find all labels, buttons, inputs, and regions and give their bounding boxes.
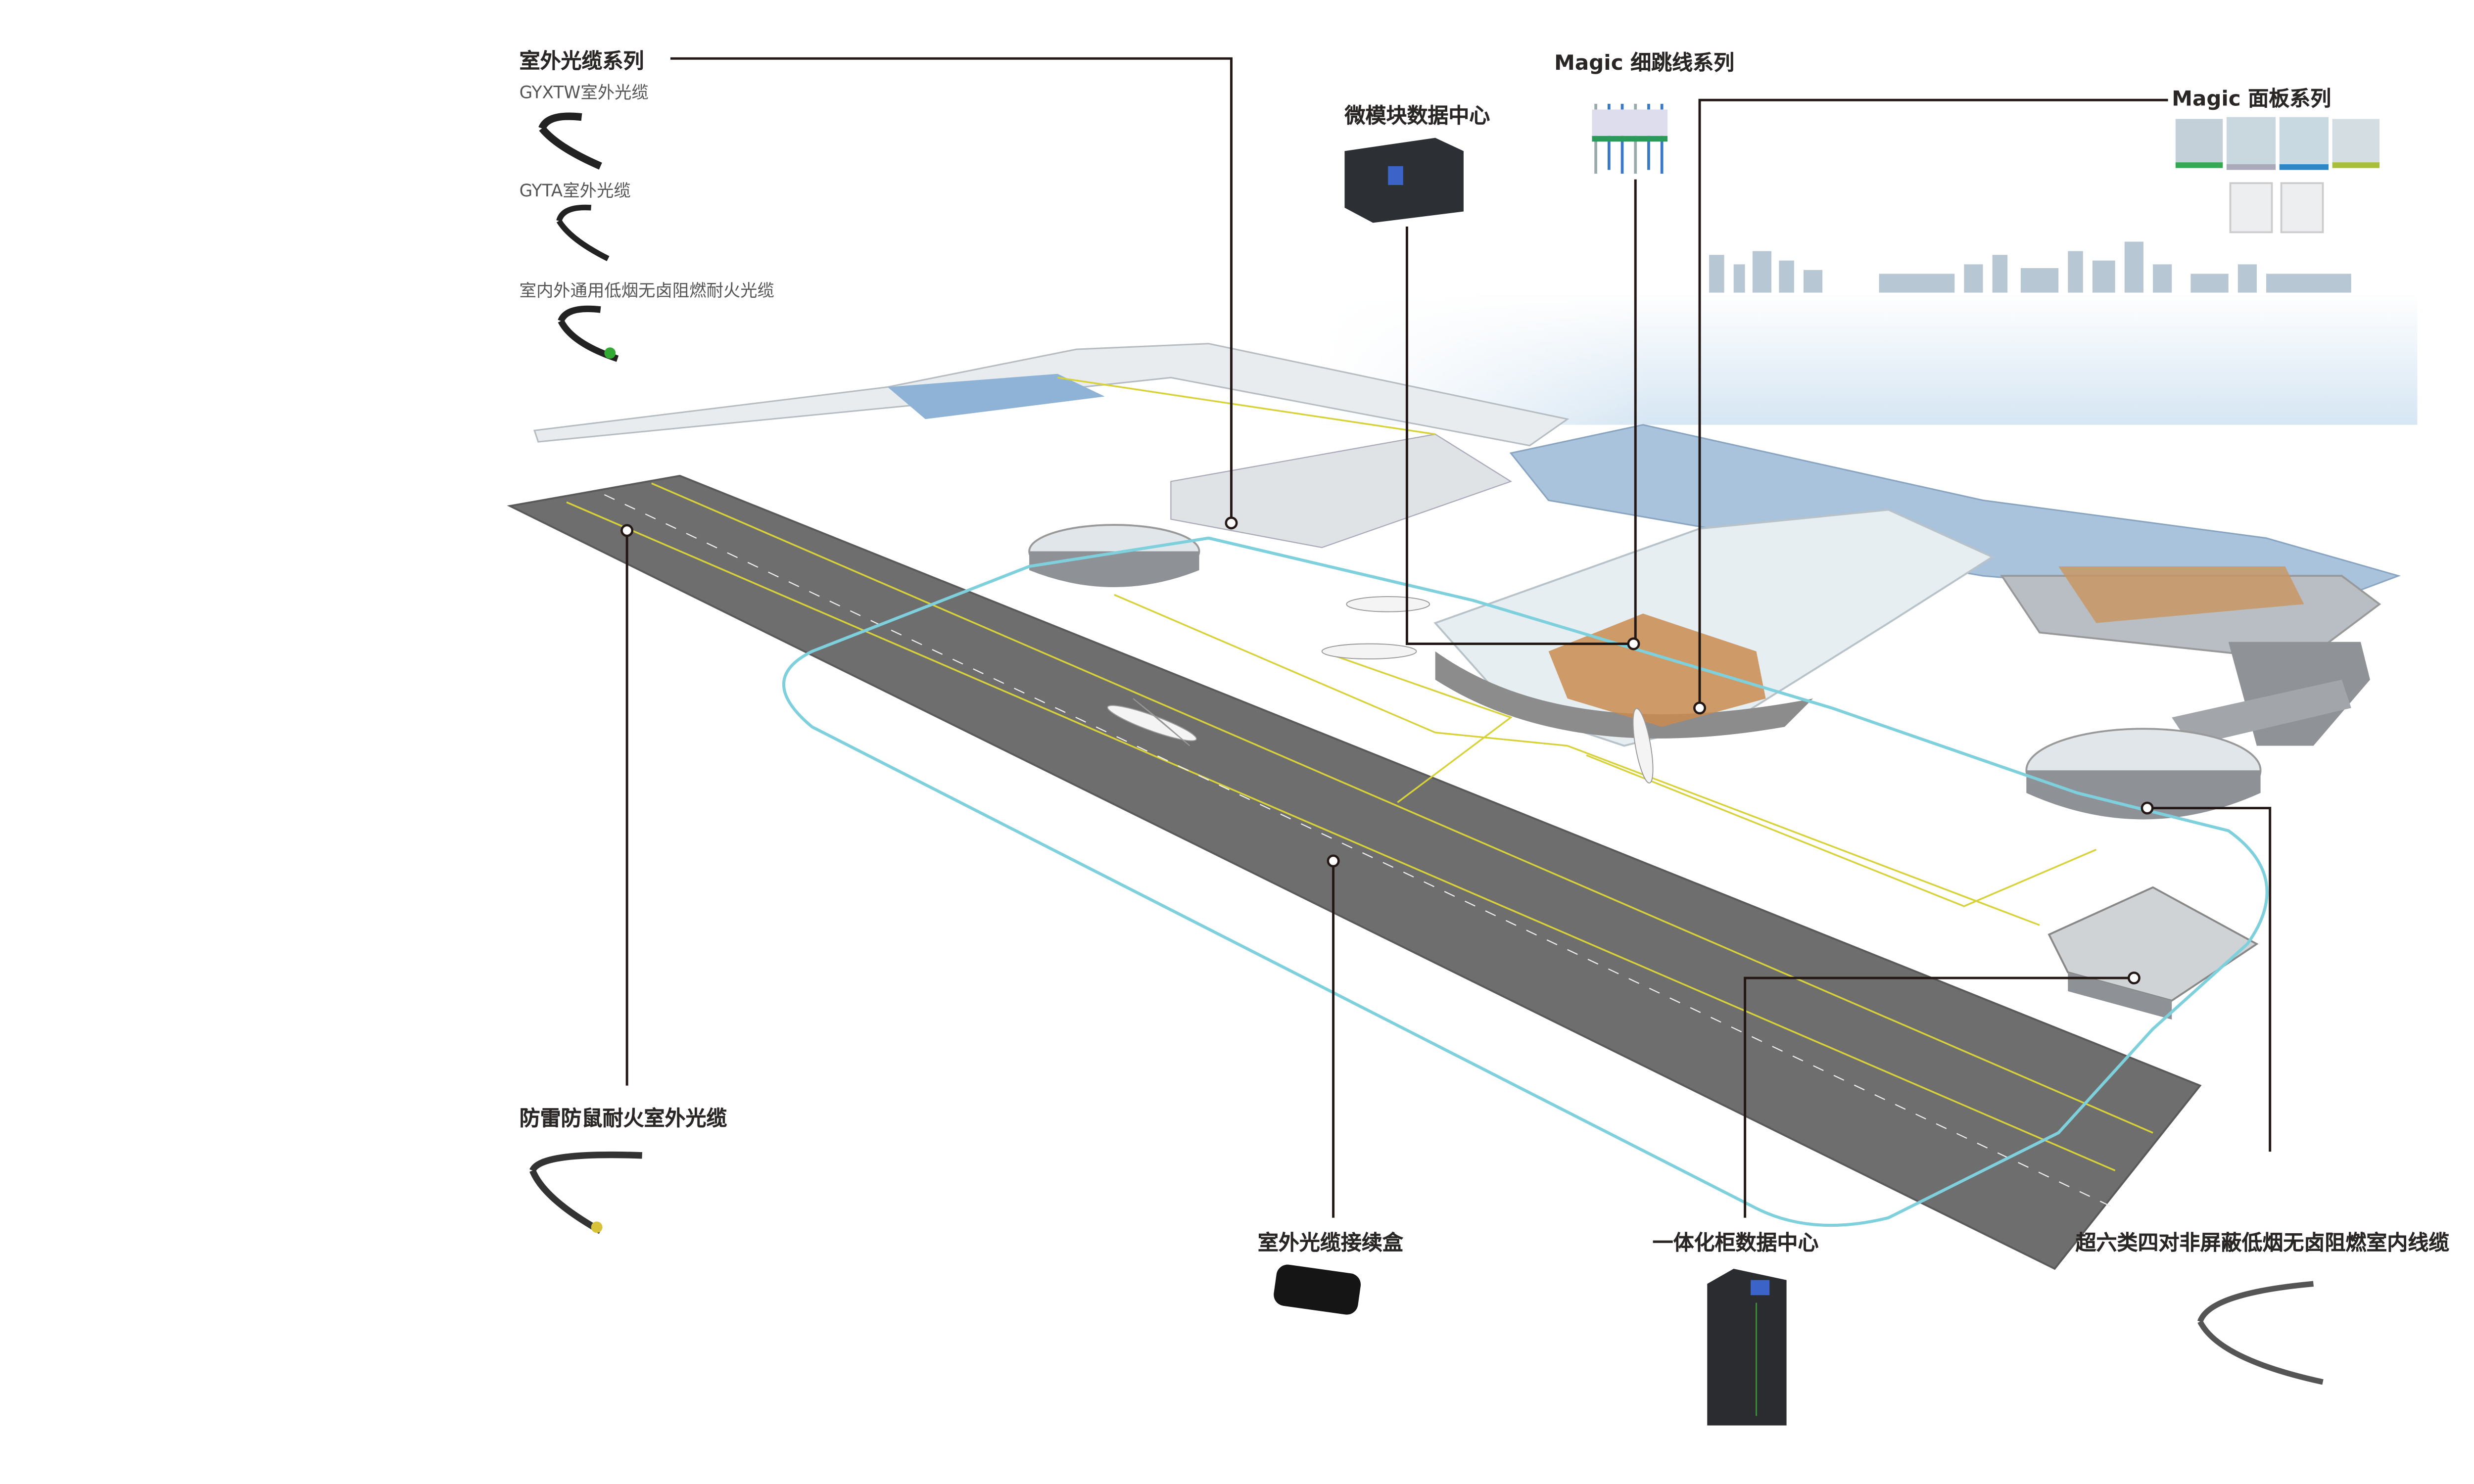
- magic-patch-cord-title: Magic 细跳线系列: [1554, 51, 1735, 76]
- cat6-cable-title: 超六类四对非屏蔽低烟无卤阻燃室内线缆: [2075, 1231, 2450, 1256]
- integrated-cabinet-icon: [1707, 1268, 1787, 1426]
- callout-dots: [620, 516, 2154, 985]
- north-concourse: [533, 343, 1570, 549]
- micro-module-dc-title: 微模块数据中心: [1344, 103, 1490, 129]
- cable-gyxtw-icon: [538, 112, 602, 170]
- fireproof-cable-icon: [529, 1151, 642, 1234]
- cable-gyta-label: GYTA室外光缆: [519, 183, 631, 202]
- cable-gyta-icon: [556, 204, 610, 262]
- cable-lszh-label: 室内外通用低烟无卤阻燃耐火光缆: [519, 283, 774, 302]
- integrated-cabinet-dc-title: 一体化柜数据中心: [1652, 1231, 1819, 1256]
- splice-closure-title: 室外光缆接续盒: [1257, 1231, 1403, 1256]
- satellite-concourse: [1028, 524, 2262, 1020]
- patch-cords-icon: [1592, 103, 1668, 174]
- fireproof-cable-title: 防雷防鼠耐火室外光缆: [519, 1106, 727, 1131]
- cat6-cable-icon: [2197, 1281, 2324, 1385]
- cable-lszh-icon: [558, 305, 619, 362]
- splice-closure-icon: [1274, 1264, 1361, 1315]
- yellow-cable-routes: [1057, 376, 2097, 926]
- airplanes: [1107, 596, 1654, 784]
- micro-module-dc-icon: [1344, 138, 1464, 223]
- runway: [507, 474, 2202, 1270]
- callout-lines: [625, 57, 2272, 1218]
- magic-panel-title: Magic 面板系列: [2172, 87, 2331, 112]
- outdoor-cable-series-title: 室外光缆系列: [519, 49, 644, 74]
- terminal-building: [1433, 424, 2401, 747]
- city-skyline: [1322, 241, 2418, 425]
- magic-panels-icon: [2175, 117, 2380, 233]
- fiber-ring: [782, 536, 2269, 1227]
- cable-gyxtw-label: GYXTW室外光缆: [519, 85, 649, 104]
